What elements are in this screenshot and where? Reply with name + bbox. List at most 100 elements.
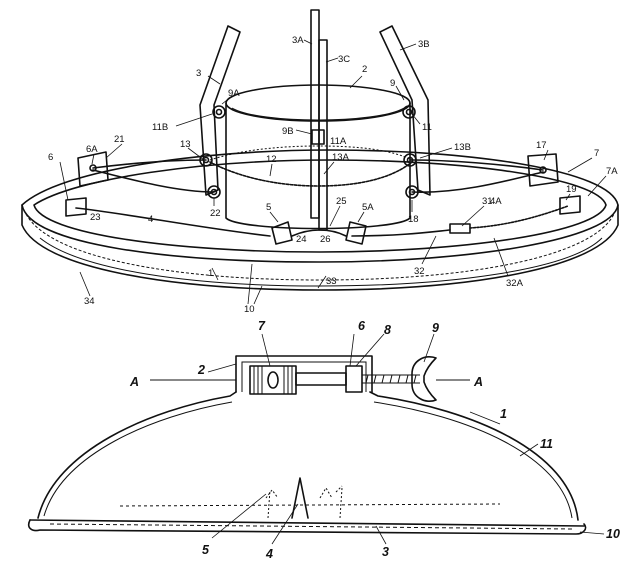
cord-17 (409, 159, 544, 171)
housing-2 (235, 355, 373, 393)
label-3b: 3B (418, 39, 430, 50)
label-34: 34 (84, 296, 95, 307)
cylinder-inner-rim (231, 107, 405, 121)
label-b-a-right: A (473, 375, 483, 389)
label-17: 17 (536, 140, 547, 151)
label-24: 24 (296, 234, 307, 245)
label-3c: 3C (338, 54, 350, 65)
base-plate-hatch (49, 523, 573, 530)
clip-cord-25-26 (291, 229, 347, 237)
cord-4a (411, 171, 544, 193)
cord-21 (92, 159, 207, 169)
label-b-8: 8 (384, 323, 391, 337)
label-25: 25 (336, 196, 347, 207)
dome-shell-inner-right (373, 401, 573, 519)
ground-line (119, 503, 501, 507)
dome-shell-inner (43, 401, 233, 517)
label-b-10: 10 (606, 527, 620, 541)
label-3a: 3A (292, 35, 304, 46)
block-6 (65, 197, 87, 217)
label-19: 19 (566, 184, 577, 195)
block-7a (559, 195, 581, 215)
label-9a: 9A (228, 88, 240, 99)
label-b-3: 3 (382, 545, 389, 559)
cord-right (351, 229, 451, 237)
label-b-9: 9 (432, 321, 439, 335)
clamp-teeth-right (283, 366, 293, 394)
tray-rim-inner (33, 159, 607, 253)
top-leader-lines (59, 39, 607, 305)
spike-4 (291, 477, 309, 519)
label-9b: 9B (282, 126, 294, 137)
label-26: 26 (320, 234, 331, 245)
label-11: 11 (422, 122, 432, 133)
label-b-4: 4 (265, 547, 273, 561)
cylinder-top (225, 84, 411, 122)
label-5a: 5A (362, 202, 374, 213)
label-7a: 7A (606, 166, 618, 177)
clamp-teeth-left (253, 366, 263, 394)
label-b-2: 2 (197, 363, 205, 377)
label-9: 9 (390, 78, 395, 89)
label-5: 5 (266, 202, 271, 213)
cylinder-body (225, 102, 411, 230)
label-18: 18 (408, 214, 419, 225)
buckle-31 (449, 223, 471, 234)
tray-wall-stitch (25, 213, 615, 281)
bottom-labels: 7 6 8 9 2 A A 1 11 5 4 3 10 (129, 319, 620, 561)
label-32: 32 (414, 266, 425, 277)
center-blade-3a (310, 9, 320, 219)
label-12: 12 (266, 154, 277, 165)
label-10: 10 (244, 304, 255, 315)
cord-22 (92, 169, 215, 193)
screw-shaft (295, 372, 347, 386)
label-31: 31 (482, 196, 493, 207)
clamp-slot (267, 371, 279, 389)
label-3: 3 (196, 68, 201, 79)
label-4: 4 (148, 214, 153, 225)
label-b-11: 11 (540, 437, 553, 451)
top-labels: 3A 3B 3C 3 2 9 9A 11 11B 9B 11A 13B 21 6… (48, 35, 618, 315)
label-6: 6 (48, 152, 53, 163)
label-b-a-left: A (129, 375, 139, 389)
block-6a (77, 151, 109, 187)
label-b-7: 7 (258, 319, 266, 333)
label-1: 1 (208, 268, 213, 279)
base-plate-3 (29, 519, 585, 527)
tray-bottom-edge (39, 237, 603, 287)
bottom-leader-lines (207, 333, 605, 545)
center-clip-11a (311, 129, 325, 145)
label-11a: 11A (330, 136, 347, 147)
label-32a: 32A (506, 278, 524, 289)
spring-32a (469, 205, 569, 229)
wing-nut-9 (411, 356, 437, 402)
label-22: 22 (210, 208, 221, 219)
label-b-5: 5 (202, 543, 210, 557)
cord-4 (75, 207, 271, 237)
arm-3-left (199, 25, 241, 196)
label-b-6: 6 (358, 319, 366, 333)
label-7: 7 (594, 148, 599, 159)
rim-10 (27, 519, 587, 535)
coil-spring-12 (209, 161, 413, 187)
label-23: 23 (90, 212, 101, 223)
label-13a: 13A (332, 152, 350, 163)
screw-thread (362, 374, 420, 384)
coil-spring-12-back (209, 145, 413, 161)
housing-2-inner (241, 361, 367, 392)
clamp-block-7 (249, 365, 297, 395)
label-13b: 13B (454, 142, 471, 153)
dome-shell-1-right (369, 391, 579, 521)
label-b-1: 1 (500, 407, 507, 421)
clip-5 (271, 221, 293, 245)
bottom-figure (27, 355, 587, 535)
label-21: 21 (114, 134, 125, 145)
top-figure (21, 9, 619, 291)
label-6a: 6A (86, 144, 98, 155)
center-blade-3c (318, 39, 328, 231)
tray-side-wall (21, 204, 619, 291)
label-33: 33 (326, 276, 337, 287)
nut-8 (345, 365, 363, 393)
